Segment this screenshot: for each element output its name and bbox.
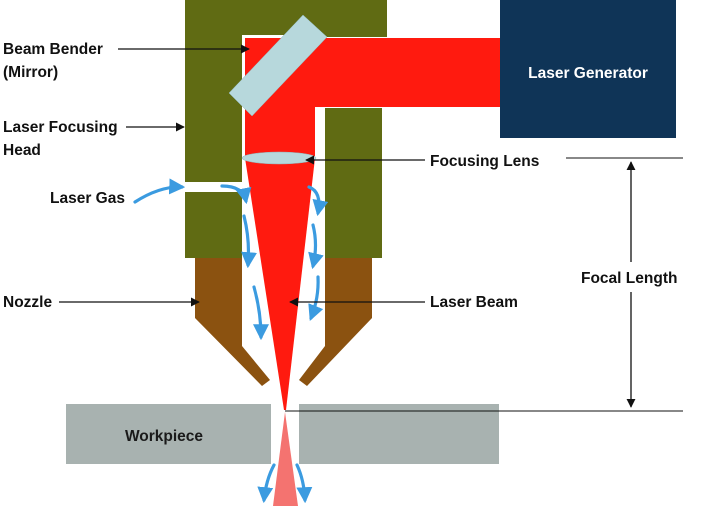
gas-flow-arrow-1 — [220, 184, 252, 205]
laser-exit-cone — [273, 412, 298, 506]
beam-bender-label-line2: (Mirror) — [3, 64, 58, 81]
gas-inlet-arrow — [133, 178, 186, 204]
nozzle — [195, 258, 372, 386]
nozzle-left-half — [195, 258, 270, 386]
focusing-head-label-line1: Laser Focusing — [3, 119, 118, 136]
gas-flow-arrows — [133, 178, 329, 504]
gas-flow-arrow-5 — [308, 223, 324, 270]
workpiece-left-slab — [66, 404, 271, 464]
focusing-lens-label: Focusing Lens — [430, 153, 539, 170]
focusing-lens — [241, 151, 317, 165]
workpiece: Workpiece — [66, 404, 499, 464]
head-right-column — [325, 108, 382, 258]
workpiece-right-slab — [299, 404, 499, 464]
labels: Beam Bender (Mirror) Laser Focusing Head… — [3, 41, 539, 311]
laser-generator: Laser Generator — [500, 0, 676, 138]
gas-flow-arrow-3 — [252, 285, 269, 341]
laser-generator-label: Laser Generator — [528, 65, 648, 82]
laser-focusing-head — [185, 0, 387, 258]
laser-focused-cone — [245, 158, 315, 410]
focal-length-dimension: Focal Length — [285, 157, 683, 412]
head-right-top-stub — [312, 35, 387, 37]
gas-flow-arrow-4 — [307, 185, 329, 217]
head-left-lower-block — [185, 192, 242, 258]
mirror-plate — [228, 14, 328, 117]
head-left-upper-wall — [185, 35, 242, 182]
laser-gas-label: Laser Gas — [50, 190, 125, 207]
gas-exit-arrow-left — [257, 463, 276, 504]
beam-bender-label-line1: Beam Bender — [3, 41, 103, 58]
gas-flow-arrow-6 — [308, 275, 324, 321]
leader-arrows — [59, 44, 425, 307]
workpiece-label: Workpiece — [125, 428, 203, 445]
head-top-block — [185, 0, 387, 35]
focal-length-label: Focal Length — [581, 270, 677, 287]
gas-exit-arrow-right — [295, 463, 313, 504]
focusing-head-label-line2: Head — [3, 142, 41, 159]
gas-flow-arrow-2 — [241, 214, 257, 269]
laser-beam-label: Laser Beam — [430, 294, 518, 311]
beam-bender-mirror — [228, 14, 328, 117]
nozzle-label: Nozzle — [3, 294, 52, 311]
laser-generator-box — [500, 0, 676, 138]
nozzle-right-half — [299, 258, 372, 386]
